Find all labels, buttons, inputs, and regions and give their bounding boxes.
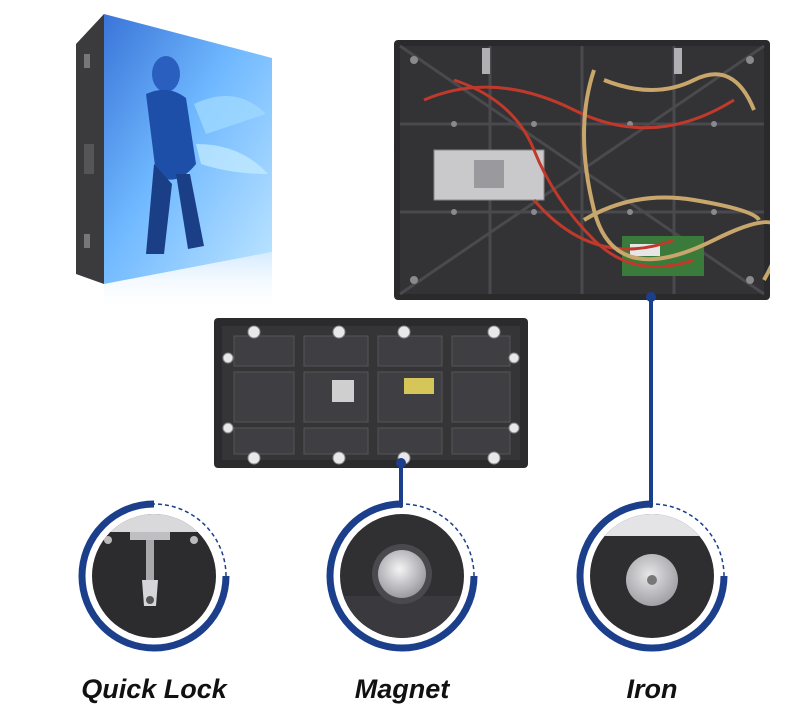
led-module-back bbox=[214, 318, 528, 468]
feature-label-iron: Iron bbox=[626, 674, 678, 704]
iron-plate-photo-icon bbox=[576, 500, 728, 652]
cabinet-front-illustration bbox=[76, 14, 272, 314]
module-anchor-dot bbox=[396, 458, 406, 468]
quick-lock-detail bbox=[74, 496, 234, 656]
magnet-detail bbox=[322, 496, 482, 656]
iron-detail bbox=[572, 496, 732, 656]
feature-label-quick-lock: Quick Lock bbox=[81, 674, 227, 704]
cabinet-front-view bbox=[76, 14, 276, 314]
module-connector-line bbox=[399, 466, 403, 508]
cabinet-back-view bbox=[372, 40, 783, 300]
cabinet-connector-line bbox=[649, 300, 653, 508]
magnet-photo-icon bbox=[326, 500, 478, 652]
feature-label-magnet: Magnet bbox=[354, 674, 450, 704]
cabinet-anchor-dot bbox=[646, 292, 656, 302]
led-module-illustration bbox=[214, 318, 528, 468]
cabinet-back-illustration bbox=[372, 40, 783, 300]
quick-lock-photo-icon bbox=[78, 500, 230, 652]
